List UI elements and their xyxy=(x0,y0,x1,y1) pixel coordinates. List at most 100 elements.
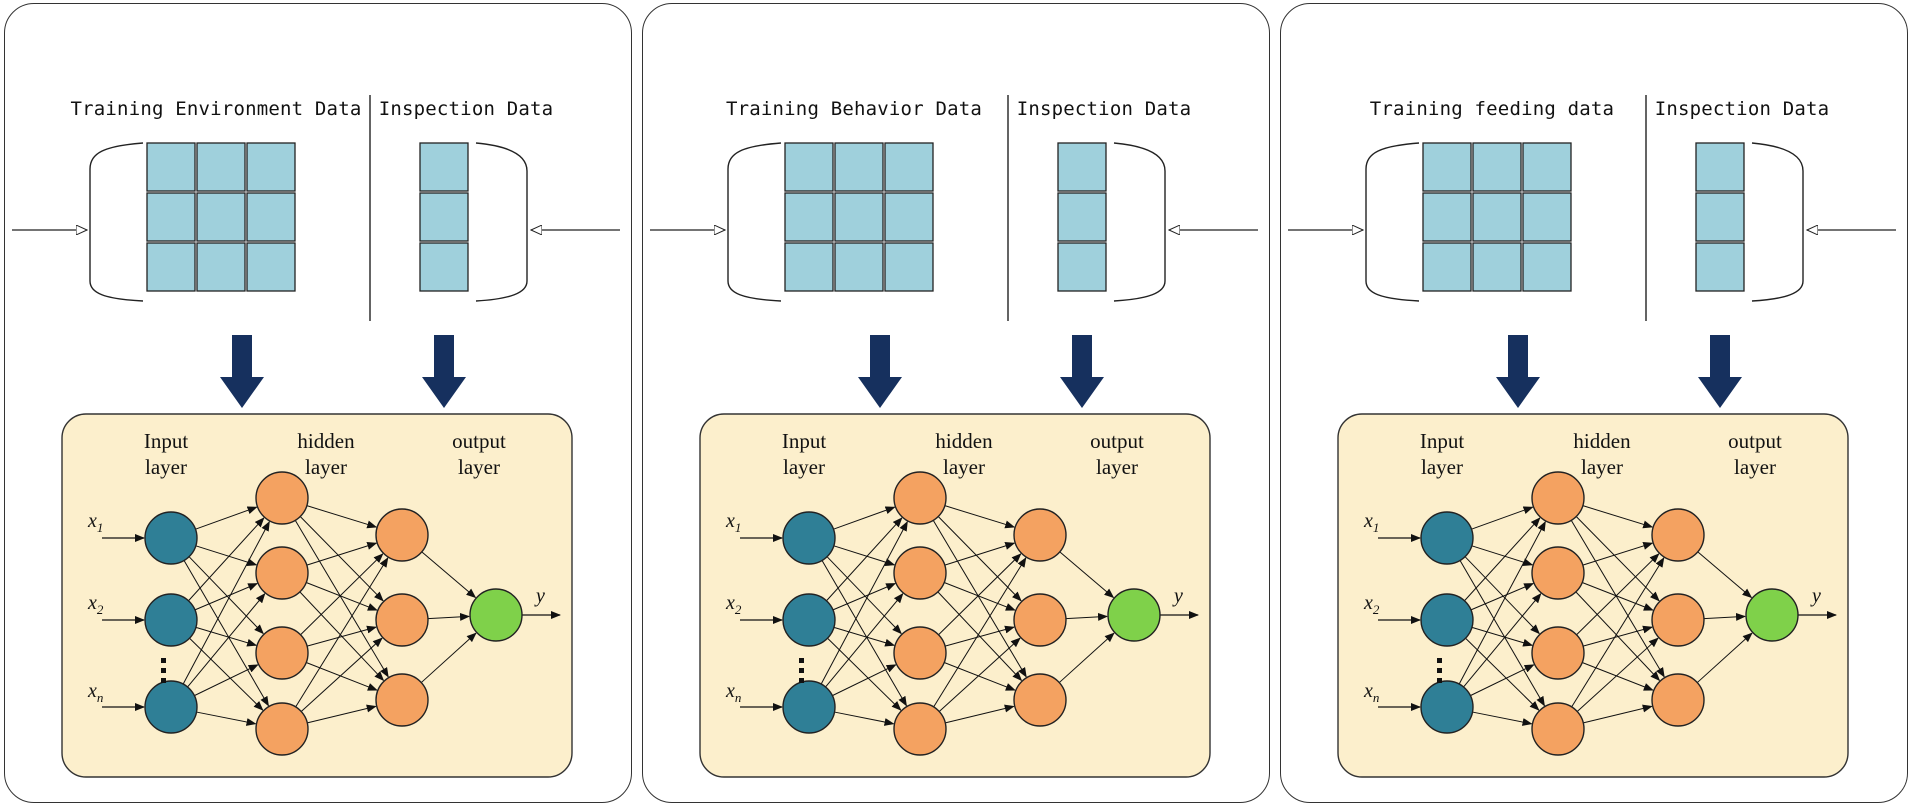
input-variable-symbol: x xyxy=(726,592,735,614)
panel-graphics xyxy=(650,95,1258,778)
input-variable-subscript: n xyxy=(96,690,104,705)
output-layer-label: output layer xyxy=(1090,429,1144,479)
input-variable-subscript: 1 xyxy=(96,520,104,535)
left-bracket xyxy=(89,142,144,302)
network-edge xyxy=(821,560,907,707)
hidden-layer-label: hidden layer xyxy=(935,429,993,479)
output-layer-label: output layer xyxy=(452,429,506,479)
matrix-cell xyxy=(884,192,934,242)
matrix-cell xyxy=(784,142,834,192)
network-edge xyxy=(1059,551,1115,599)
output-variable: y xyxy=(1174,585,1183,607)
network-edge xyxy=(832,583,897,611)
network-edge xyxy=(1459,560,1545,707)
matrix-cell xyxy=(146,192,196,242)
input-layer-label: Input layer xyxy=(1419,429,1465,479)
input-node xyxy=(782,593,836,647)
input-variable-symbol: x xyxy=(1364,680,1373,702)
hidden-node xyxy=(1531,546,1585,600)
network-edge xyxy=(195,506,258,530)
down-arrow xyxy=(858,335,902,408)
network-edge xyxy=(944,662,1016,691)
network-edge xyxy=(1464,517,1541,602)
output-variable: y xyxy=(1812,585,1821,607)
network-box xyxy=(61,413,573,778)
network-edge xyxy=(933,557,1027,708)
hidden-node xyxy=(1013,508,1067,562)
network-edge xyxy=(195,545,258,566)
network-edge xyxy=(932,520,1027,678)
down-arrow xyxy=(1060,335,1104,408)
network-edge xyxy=(1571,557,1665,708)
left-bracket xyxy=(1365,142,1420,302)
ellipsis-dot xyxy=(161,658,166,663)
hidden-node xyxy=(1651,593,1705,647)
network-edge xyxy=(306,662,378,691)
network-edge xyxy=(1464,556,1540,635)
network-edge xyxy=(182,520,270,685)
matrix-cell xyxy=(146,242,196,292)
network-edge xyxy=(187,593,266,688)
hidden-node xyxy=(893,626,947,680)
network-edge xyxy=(300,553,384,636)
network-edge xyxy=(1582,542,1654,566)
inspection-cell xyxy=(1695,142,1745,192)
matrix-cell xyxy=(246,242,296,292)
network-edge xyxy=(183,560,269,707)
input-variable-symbol: x xyxy=(1364,592,1373,614)
inspection-cell xyxy=(1057,142,1107,192)
network-edge xyxy=(938,637,1021,712)
network-edge xyxy=(295,557,389,708)
input-node xyxy=(782,680,836,734)
input-variable-x2: x2 xyxy=(726,593,741,616)
matrix-cell xyxy=(1522,142,1572,192)
right-bracket xyxy=(1751,142,1804,302)
input-variable-xn: xn xyxy=(726,681,741,704)
network-edge xyxy=(1463,593,1542,688)
input-variable-symbol: x xyxy=(88,510,97,532)
input-node xyxy=(144,593,198,647)
network-edge xyxy=(820,520,908,685)
network-edge xyxy=(294,520,389,678)
down-arrow xyxy=(422,335,466,408)
network-edge xyxy=(1470,583,1535,611)
input-node xyxy=(144,511,198,565)
network-edge xyxy=(195,626,258,647)
input-layer-label: Input layer xyxy=(781,429,827,479)
input-node xyxy=(1420,511,1474,565)
network-edge xyxy=(420,632,477,683)
input-variable-x2: x2 xyxy=(1364,593,1379,616)
network-edge xyxy=(1697,551,1753,599)
hidden-node xyxy=(375,593,429,647)
network-edge xyxy=(833,506,896,530)
network-edge xyxy=(944,625,1015,647)
network-edge xyxy=(1582,625,1653,647)
network-box xyxy=(699,413,1211,778)
input-variable-subscript: 2 xyxy=(1372,602,1380,617)
input-variable-x1: x1 xyxy=(88,511,103,534)
input-variable-symbol: x xyxy=(1364,510,1373,532)
hidden-node xyxy=(255,626,309,680)
network-edge xyxy=(194,583,259,611)
network-edge xyxy=(1458,520,1546,685)
inspection-cell xyxy=(1695,192,1745,242)
network-edge xyxy=(1582,662,1654,691)
output-node xyxy=(1745,588,1799,642)
network-edge xyxy=(833,626,896,647)
network-edge xyxy=(421,551,477,599)
inspection-data-title: Inspection Data xyxy=(1016,98,1192,120)
matrix-data-title: Training Environment Data xyxy=(70,98,362,120)
matrix-cell xyxy=(1422,142,1472,192)
network-edge xyxy=(827,637,902,711)
network-edge xyxy=(1471,626,1534,647)
network-edge xyxy=(1065,612,1109,621)
hidden-node xyxy=(893,702,947,756)
hidden-node xyxy=(1651,673,1705,727)
matrix-cell xyxy=(1422,192,1472,242)
inspection-cell xyxy=(419,142,469,192)
ellipsis-dot xyxy=(1437,658,1442,663)
hidden-node xyxy=(1531,702,1585,756)
network-edge xyxy=(1583,704,1653,724)
network-edge xyxy=(834,711,895,726)
ellipsis-dot xyxy=(799,678,804,683)
